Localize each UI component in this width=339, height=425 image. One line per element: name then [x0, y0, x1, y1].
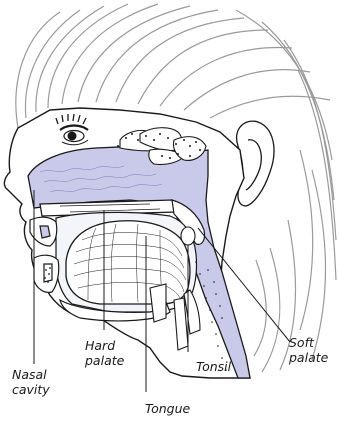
label-soft-palate-line2: palate: [289, 350, 328, 365]
label-tonsil: Tonsil: [196, 359, 231, 374]
label-soft-palate: Soft palate: [289, 335, 328, 365]
label-soft-palate-line1: Soft: [289, 335, 328, 350]
label-hard-palate-line1: Hard: [85, 338, 124, 353]
label-nasal-cavity: Nasal cavity: [12, 367, 50, 397]
tongue-shape: [66, 221, 190, 304]
label-tongue: Tongue: [145, 401, 190, 416]
label-hard-palate-line2: palate: [85, 353, 124, 368]
label-hard-palate: Hard palate: [85, 338, 124, 368]
label-nasal-cavity-line1: Nasal: [12, 367, 50, 382]
label-nasal-cavity-line2: cavity: [12, 382, 50, 397]
tonsil-shape: [181, 227, 195, 245]
